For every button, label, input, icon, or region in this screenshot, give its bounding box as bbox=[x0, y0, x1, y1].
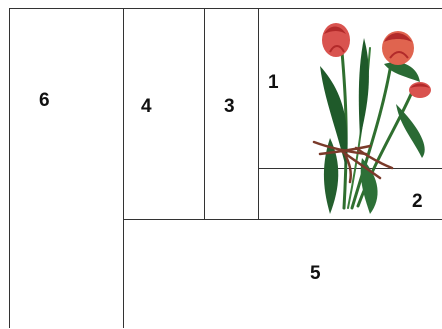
tulip-head-left bbox=[322, 23, 350, 57]
leaves bbox=[320, 38, 425, 214]
tulip-head-small bbox=[409, 82, 431, 98]
label-6: 6 bbox=[39, 91, 50, 110]
label-3: 3 bbox=[224, 97, 235, 116]
tulip-heads bbox=[322, 23, 431, 98]
label-1: 1 bbox=[268, 73, 279, 92]
block-6 bbox=[9, 8, 124, 328]
quilt-diagram: 6 4 3 1 2 5 bbox=[0, 0, 442, 322]
tulip-bouquet-illustration bbox=[300, 18, 440, 214]
tulip-head-right bbox=[382, 31, 414, 65]
block-5 bbox=[123, 219, 442, 329]
label-4: 4 bbox=[141, 97, 152, 116]
label-2: 2 bbox=[412, 192, 423, 211]
label-5: 5 bbox=[310, 264, 321, 283]
block-4 bbox=[123, 8, 205, 220]
